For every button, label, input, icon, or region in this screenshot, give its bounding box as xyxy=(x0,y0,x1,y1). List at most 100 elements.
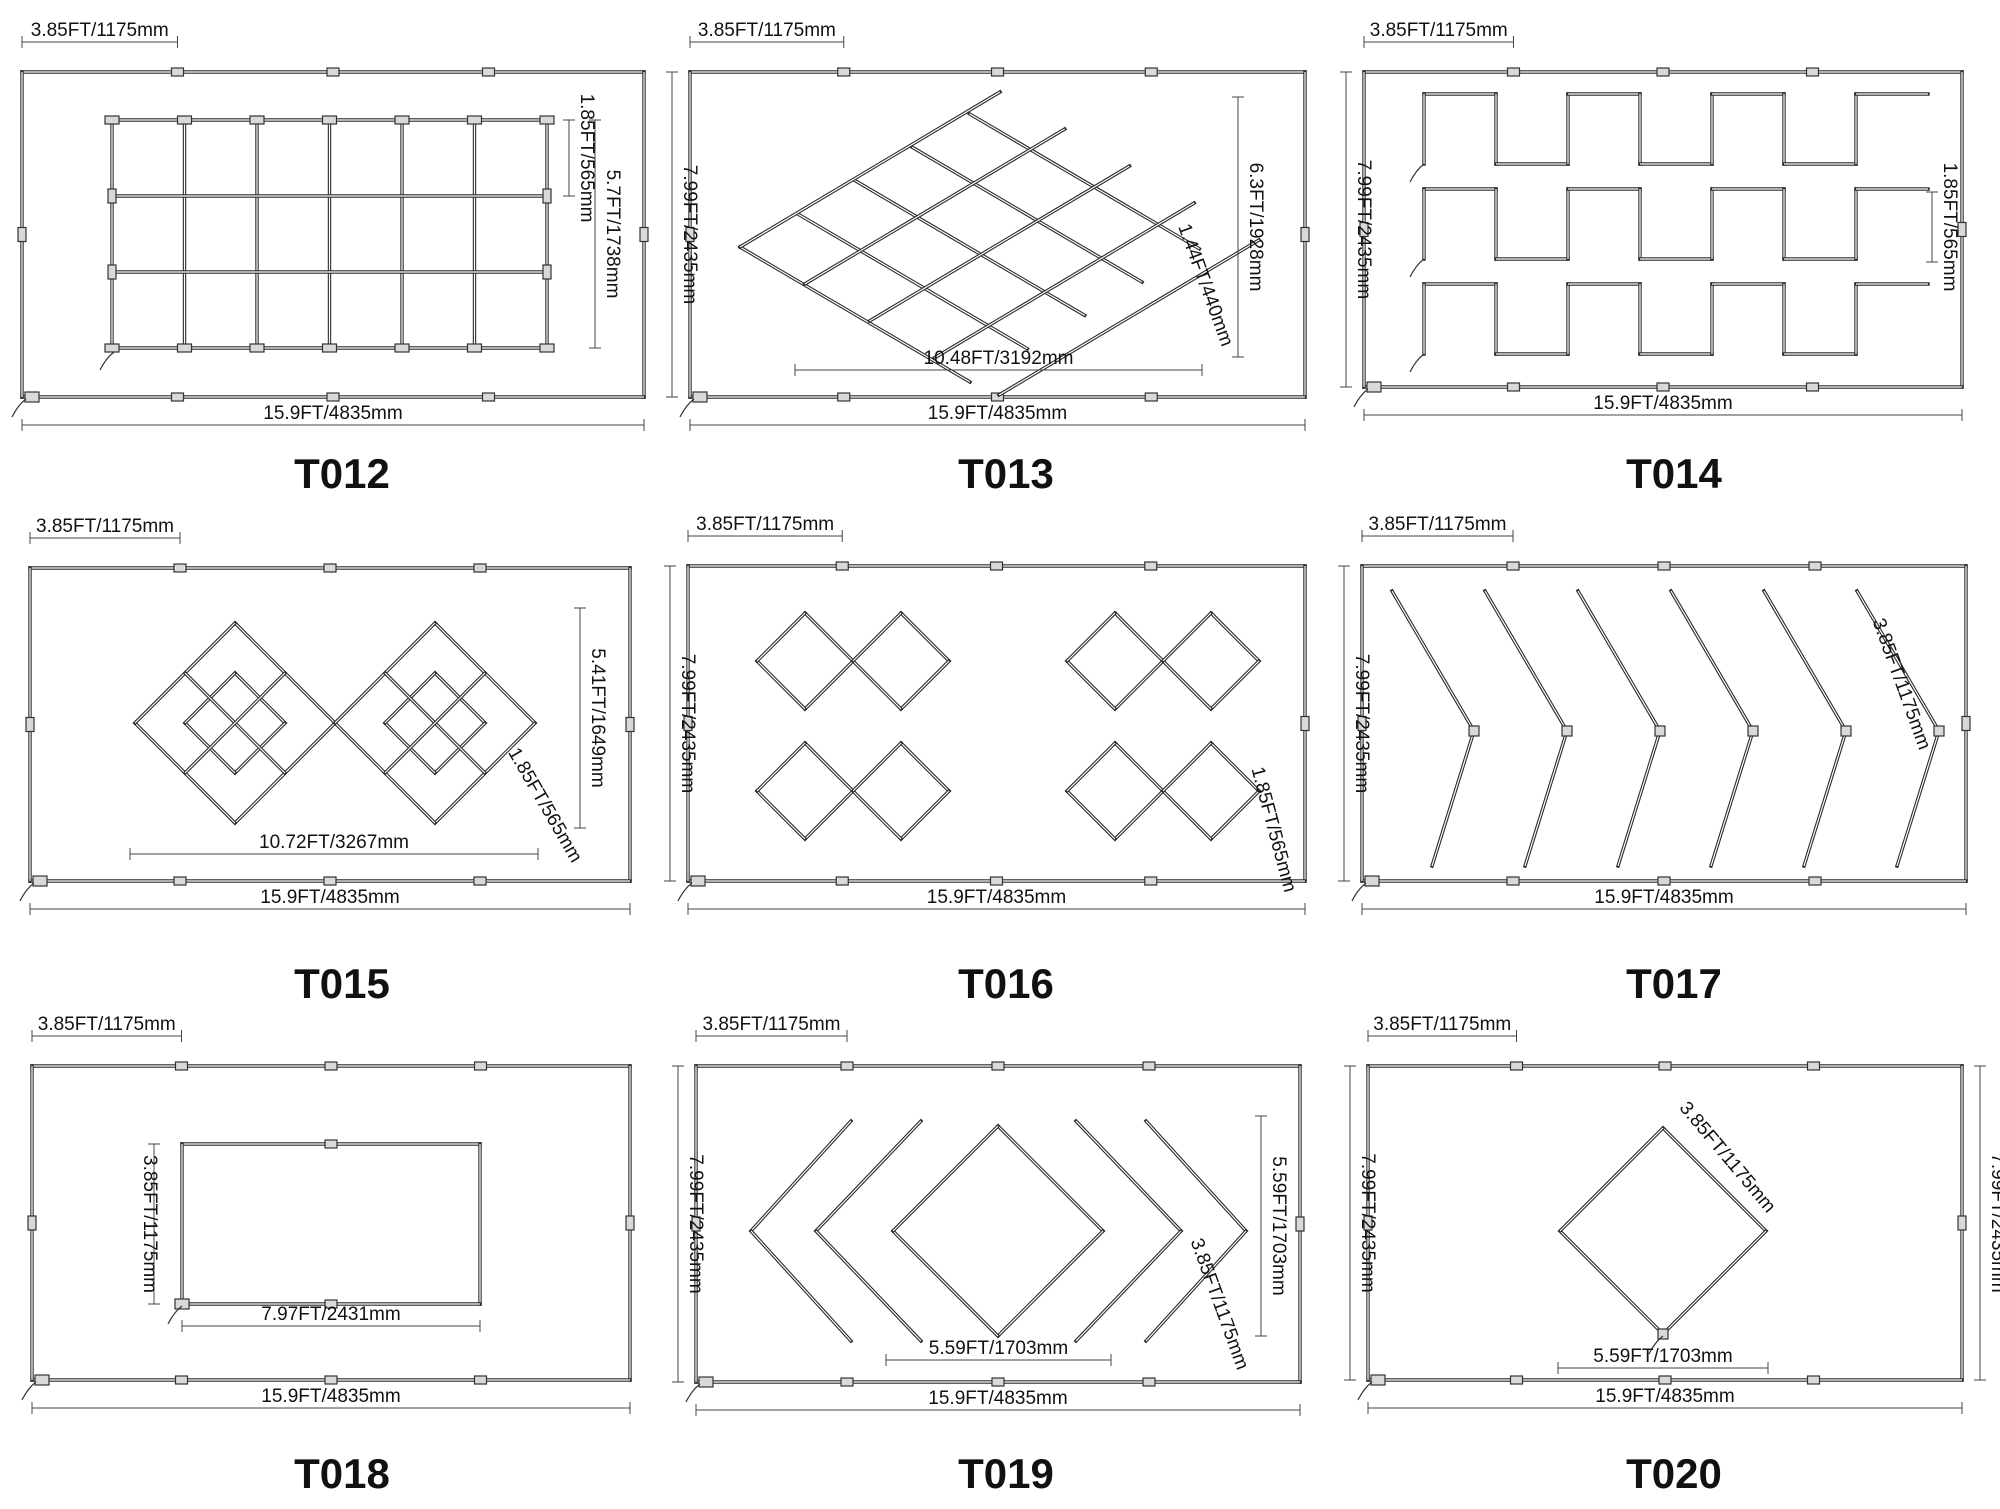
connector-joint xyxy=(1506,382,1521,392)
connector-joint xyxy=(1364,875,1380,887)
layout-panel-t019: 3.85FT/1175mm15.9FT/4835mm7.99FT/2435mmT… xyxy=(672,1014,1305,1497)
layout-code-label: T012 xyxy=(294,450,390,497)
power-cable xyxy=(1409,258,1425,278)
connector-joint xyxy=(1144,392,1158,402)
dimension-label: 3.85FT/1175mm xyxy=(696,514,834,535)
connector-joint xyxy=(1840,725,1852,737)
connector-joint xyxy=(174,1061,189,1071)
dimension-label: 3.85FT/1175mm xyxy=(139,1155,160,1293)
connector-joint xyxy=(1933,725,1945,737)
connector-joint xyxy=(32,875,48,887)
connector-joint xyxy=(17,226,27,243)
connector-joint xyxy=(1808,561,1822,571)
connector-joint xyxy=(840,1061,854,1071)
layout-code-label: T020 xyxy=(1626,1450,1722,1497)
dimension-label: 5.59FT/1703mm xyxy=(1268,1156,1289,1295)
power-cable xyxy=(1409,353,1425,373)
power-cable xyxy=(1409,163,1425,183)
connector-joint xyxy=(173,876,187,886)
dimension-label: 3.85FT/1175mm xyxy=(1373,1014,1511,1035)
connector-joint xyxy=(170,392,185,402)
connector-joint xyxy=(1363,1215,1373,1231)
connector-joint xyxy=(990,392,1005,402)
layout-panel-t017: 3.85FT/1175mm15.9FT/4835mm7.99FT/2435mmT… xyxy=(1338,514,1971,1007)
connector-joint xyxy=(1509,1061,1524,1071)
dimension-label: 15.9FT/4835mm xyxy=(1593,393,1732,414)
connector-joint xyxy=(639,226,649,243)
layout-code-label: T014 xyxy=(1626,450,1722,497)
dimension-label: 7.99FT/2435mm xyxy=(677,654,698,793)
connector-joint xyxy=(473,1061,488,1071)
connector-joint xyxy=(1506,67,1521,77)
connector-joint xyxy=(174,1298,190,1310)
connector-joint xyxy=(1370,1374,1386,1386)
power-cable xyxy=(11,398,27,418)
connector-joint xyxy=(1295,1216,1305,1232)
dimension-label: 15.9FT/4835mm xyxy=(263,403,402,424)
connector-joint xyxy=(394,343,410,353)
connector-joint xyxy=(324,1061,338,1071)
connector-joint xyxy=(1506,876,1520,886)
connector-joint xyxy=(1300,226,1310,243)
power-cable xyxy=(685,1383,701,1403)
connector-joint xyxy=(692,391,708,403)
layout-panel-t015: 3.85FT/1175mm15.9FT/4835mmT01510.72FT/32… xyxy=(19,516,635,1007)
connector-joint xyxy=(323,876,337,886)
connector-joint xyxy=(34,1374,50,1386)
layout-panel-t013: 3.85FT/1175mm15.9FT/4835mm7.99FT/2435mmT… xyxy=(666,20,1310,497)
connector-joint xyxy=(837,67,851,77)
connector-joint xyxy=(989,876,1004,886)
connector-joint xyxy=(1957,221,1967,238)
connector-joint xyxy=(174,1375,189,1385)
connector-joint xyxy=(685,226,695,243)
connector-joint xyxy=(176,115,193,125)
layout-panel-t016: 3.85FT/1175mm15.9FT/4835mm7.99FT/2435mmT… xyxy=(664,514,1310,1007)
connector-joint xyxy=(691,1216,701,1232)
dimension-label: 3.85FT/1175mm xyxy=(38,1014,176,1035)
power-cable xyxy=(1351,882,1367,902)
connector-joint xyxy=(321,115,338,125)
connector-joint xyxy=(25,716,35,733)
connector-joint xyxy=(104,115,120,125)
layout-code-label: T017 xyxy=(1626,960,1722,1007)
connector-joint xyxy=(170,67,185,77)
dimension-label: 10.48FT/3192mm xyxy=(924,348,1074,369)
dimension-label: 3.85FT/1175mm xyxy=(698,20,836,41)
connector-joint xyxy=(690,875,706,887)
connector-joint xyxy=(107,188,117,204)
connector-joint xyxy=(107,264,117,280)
connector-joint xyxy=(1658,1061,1672,1071)
layout-panel-t020: 3.85FT/1175mm15.9FT/4835mm7.99FT/2435mmT… xyxy=(1344,1014,2000,1497)
connector-joint xyxy=(989,561,1004,571)
dimension-label: 3.85FT/1175mm xyxy=(703,1014,841,1035)
dimension-label: 15.9FT/4835mm xyxy=(260,887,399,908)
connector-joint xyxy=(1961,715,1971,732)
connector-joint xyxy=(837,392,851,402)
connector-joint xyxy=(1656,382,1670,392)
connector-joint xyxy=(625,716,635,733)
layout-panel-t014: 3.85FT/1175mm15.9FT/4835mm7.99FT/2435mmT… xyxy=(1340,20,1967,497)
connector-joint xyxy=(1805,67,1820,77)
connector-joint xyxy=(1957,1215,1967,1231)
power-cable xyxy=(21,1381,37,1401)
dimension-label: 7.99FT/2435mm xyxy=(685,1154,706,1293)
connector-joint xyxy=(249,115,265,125)
connector-joint xyxy=(1657,876,1671,886)
layout-panel-t018: 3.85FT/1175mm15.9FT/4835mmT0183.85FT/117… xyxy=(21,1014,635,1497)
dimension-label: 1.85FT/565mm xyxy=(1246,765,1300,895)
dimension-label: 7.99FT/2435mm xyxy=(1351,654,1372,793)
connector-joint xyxy=(990,67,1005,77)
layout-code-label: T018 xyxy=(294,1450,390,1497)
connector-joint xyxy=(683,715,693,732)
connector-joint xyxy=(466,343,483,353)
connector-joint xyxy=(473,876,487,886)
dimension-label: 15.9FT/4835mm xyxy=(928,403,1067,424)
connector-joint xyxy=(1561,725,1573,737)
dimension-label: 1.85FT/565mm xyxy=(576,94,597,223)
dimension-label: 3.85FT/1175mm xyxy=(36,516,174,537)
connector-joint xyxy=(1506,561,1520,571)
connector-joint xyxy=(1747,725,1759,737)
connector-joint xyxy=(324,1299,338,1309)
connector-joint xyxy=(324,1375,338,1385)
connector-joint xyxy=(1658,1375,1672,1385)
